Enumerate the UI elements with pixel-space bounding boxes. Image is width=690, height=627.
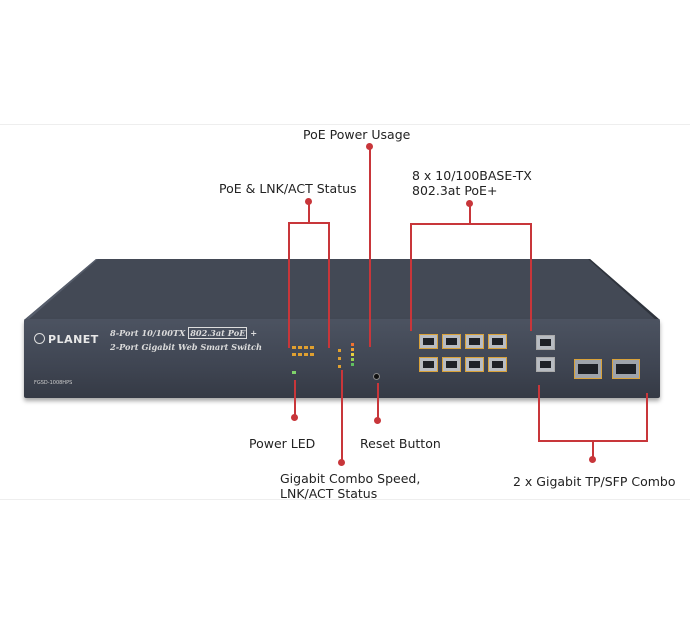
callout-line xyxy=(469,204,471,224)
label-poe-lnk-act-status: PoE & LNK/ACT Status xyxy=(219,181,357,196)
top-divider xyxy=(0,124,690,125)
poe-led xyxy=(310,346,314,349)
combo-led xyxy=(338,349,341,352)
callout-line xyxy=(410,223,412,331)
callout-dot xyxy=(374,417,381,424)
callout-dot xyxy=(366,143,373,150)
callout-dot xyxy=(466,200,473,207)
device-description-line2: 2-Port Gigabit Web Smart Switch xyxy=(110,342,262,352)
switch-chassis-top xyxy=(24,259,660,320)
callout-dot xyxy=(291,414,298,421)
callout-line xyxy=(294,380,296,416)
callout-line xyxy=(592,441,594,459)
poe-led xyxy=(292,346,296,349)
callout-line xyxy=(377,383,379,419)
callout-line xyxy=(538,385,540,441)
callout-line xyxy=(341,370,343,464)
callout-line xyxy=(308,202,310,223)
rj45-port[interactable] xyxy=(465,357,484,372)
lnk-act-led xyxy=(304,353,308,356)
poe-usage-led xyxy=(351,363,354,366)
label-power-led: Power LED xyxy=(249,436,316,451)
label-combo-speed-line2: LNK/ACT Status xyxy=(280,486,378,501)
callout-dot xyxy=(589,456,596,463)
combo-led xyxy=(338,365,341,368)
device-description-line1: 8-Port 10/100TX 802.3at PoE + xyxy=(110,327,258,339)
callout-line xyxy=(410,223,532,225)
rj45-port[interactable] xyxy=(419,334,438,349)
combo-tp-port[interactable] xyxy=(536,335,555,350)
poe-usage-led xyxy=(351,353,354,356)
lnk-act-led xyxy=(310,353,314,356)
poe-usage-led xyxy=(351,343,354,346)
sfp-slot[interactable] xyxy=(612,359,640,379)
label-ports-line2: 802.3at PoE+ xyxy=(412,183,498,198)
callout-line xyxy=(288,222,290,348)
poe-usage-led xyxy=(351,348,354,351)
callout-dot xyxy=(338,459,345,466)
brand-logo: PLANET xyxy=(34,333,99,346)
callout-line xyxy=(288,222,330,224)
label-combo-ports: 2 x Gigabit TP/SFP Combo xyxy=(513,474,676,489)
rj45-port[interactable] xyxy=(488,334,507,349)
poe-usage-led xyxy=(351,358,354,361)
callout-line xyxy=(328,222,330,348)
combo-led xyxy=(338,357,341,360)
combo-tp-port[interactable] xyxy=(536,357,555,372)
lnk-act-led xyxy=(298,353,302,356)
label-poe-power-usage: PoE Power Usage xyxy=(303,127,411,142)
rj45-port[interactable] xyxy=(442,334,461,349)
reset-button[interactable] xyxy=(373,373,380,380)
rj45-port[interactable] xyxy=(442,357,461,372)
bottom-divider xyxy=(0,499,690,500)
power-led xyxy=(292,371,296,374)
rj45-port[interactable] xyxy=(465,334,484,349)
poe-led xyxy=(304,346,308,349)
rj45-port[interactable] xyxy=(488,357,507,372)
callout-line xyxy=(646,393,648,441)
callout-dot xyxy=(305,198,312,205)
label-combo-speed-line1: Gigabit Combo Speed, xyxy=(280,471,421,486)
callout-line xyxy=(369,147,371,347)
label-ports-line1: 8 x 10/100BASE-TX xyxy=(412,168,532,183)
model-number: FGSD-1008HPS xyxy=(34,380,73,386)
sfp-slot[interactable] xyxy=(574,359,602,379)
poe-led xyxy=(298,346,302,349)
rj45-port[interactable] xyxy=(419,357,438,372)
label-reset-button: Reset Button xyxy=(360,436,441,451)
callout-line xyxy=(530,223,532,331)
globe-icon xyxy=(34,333,45,344)
lnk-act-led xyxy=(292,353,296,356)
